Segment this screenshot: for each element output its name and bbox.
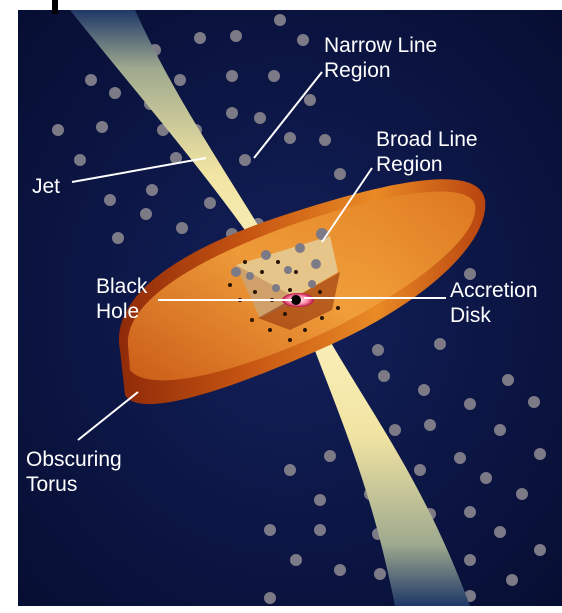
label-jet: Jet	[32, 175, 60, 198]
black-hole	[291, 295, 301, 305]
corner-mark	[52, 0, 58, 14]
